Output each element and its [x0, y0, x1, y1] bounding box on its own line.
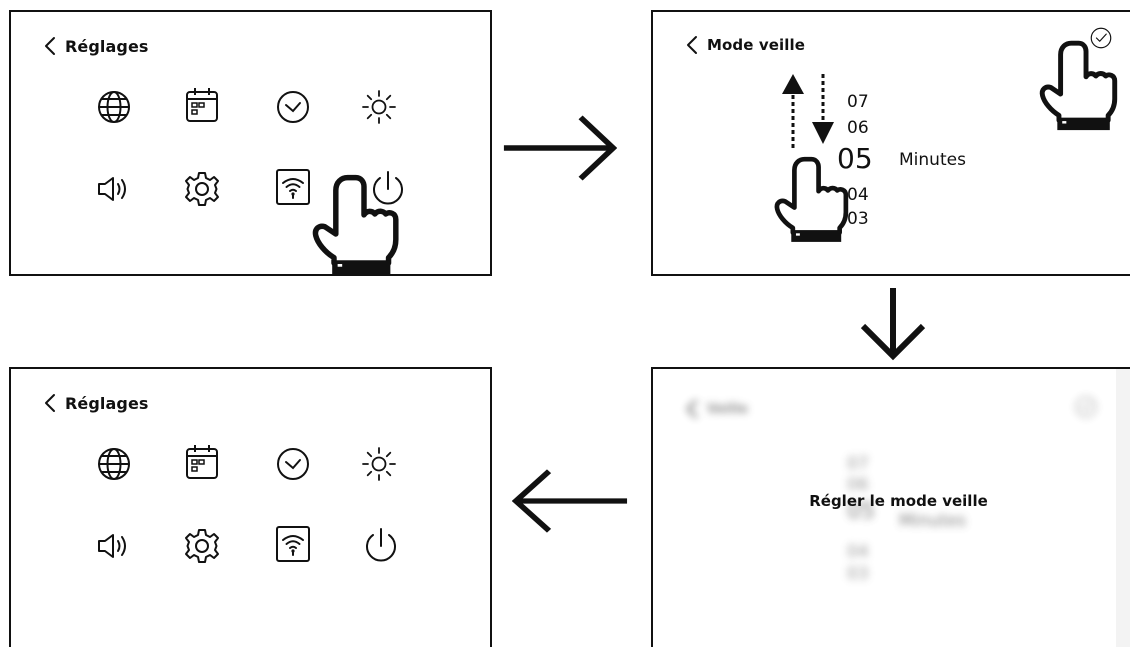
picker-value: 03 — [847, 209, 869, 229]
scroll-arrows-icon — [782, 74, 834, 148]
back-label: Mode veille — [707, 36, 806, 54]
back-button[interactable]: Réglages — [41, 36, 149, 56]
settings-screen-step-4: Réglages — [9, 367, 492, 647]
arrow-right-icon — [502, 112, 617, 184]
volume-icon[interactable] — [94, 169, 134, 209]
back-button[interactable]: Réglages — [41, 393, 149, 413]
chevron-left-icon — [41, 393, 61, 413]
picker-unit: Minutes — [899, 150, 966, 170]
chevron-left-icon — [41, 36, 61, 56]
volume-icon[interactable] — [94, 526, 134, 566]
picker-value: 07 — [847, 92, 869, 112]
calendar-icon[interactable] — [182, 442, 222, 482]
picker-value: 07 — [847, 454, 869, 474]
back-label: Veille — [707, 401, 748, 417]
tap-hand-icon — [1036, 30, 1118, 140]
globe-icon[interactable] — [94, 87, 134, 127]
clock-icon[interactable] — [273, 87, 313, 127]
picker-value: 06 — [847, 118, 869, 138]
back-button[interactable]: Mode veille — [683, 35, 805, 55]
brightness-icon[interactable] — [359, 444, 399, 484]
picker-unit: Minutes — [899, 511, 966, 531]
gear-icon[interactable] — [182, 169, 222, 209]
sleep-mode-screen-step-2: Mode veille 07 06 05 Minutes 04 03 — [651, 10, 1130, 276]
tap-hand-icon — [308, 174, 400, 274]
calendar-icon[interactable] — [182, 85, 222, 125]
picker-value: 04 — [847, 542, 869, 562]
power-icon[interactable] — [361, 526, 401, 566]
settings-screen-step-1: Réglages — [9, 10, 492, 276]
confirm-check-icon — [1073, 394, 1099, 420]
globe-icon[interactable] — [94, 444, 134, 484]
arrow-down-icon — [857, 286, 929, 361]
picker-value: 04 — [847, 185, 869, 205]
toast-message: Régler le mode veille — [809, 492, 988, 510]
arrow-left-icon — [512, 466, 629, 536]
swipe-hand-icon — [771, 150, 849, 248]
wifi-icon[interactable] — [273, 167, 313, 207]
picker-value: 06 — [847, 475, 869, 495]
clock-icon[interactable] — [273, 444, 313, 484]
brightness-icon[interactable] — [359, 87, 399, 127]
picker-selected-value: 05 — [847, 499, 875, 524]
back-button: Veille — [683, 399, 748, 419]
sleep-mode-confirmation-step-3: Veille 07 06 05 Minutes 04 03 Régler le … — [651, 367, 1130, 647]
chevron-left-icon — [683, 35, 703, 55]
chevron-left-icon — [683, 399, 703, 419]
gear-icon[interactable] — [182, 526, 222, 566]
back-label: Réglages — [65, 393, 149, 413]
picker-selected-value[interactable]: 05 — [837, 142, 873, 175]
wifi-icon[interactable] — [273, 524, 313, 564]
back-label: Réglages — [65, 36, 149, 56]
screen-edge — [1116, 369, 1130, 647]
picker-value: 03 — [847, 564, 869, 584]
